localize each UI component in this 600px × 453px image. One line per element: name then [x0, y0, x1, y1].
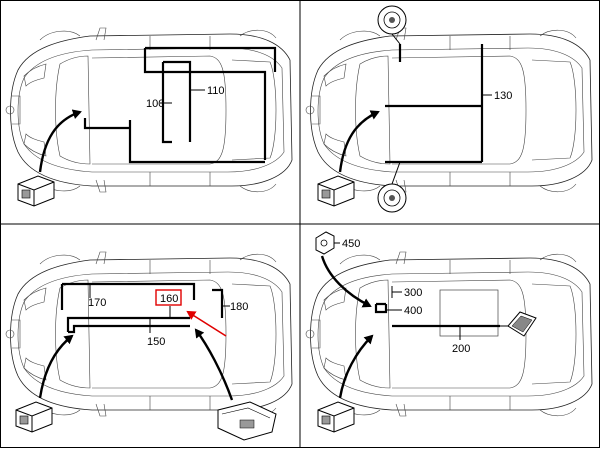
- sensor-450-icon: [315, 231, 335, 255]
- panel-bottom-left: 150 170 160 180: [5, 251, 293, 441]
- harness-110: [128, 46, 277, 164]
- label-180: 180: [230, 301, 248, 313]
- connector-icon: [317, 401, 355, 433]
- label-400: 400: [404, 305, 422, 317]
- speaker-bottom-icon: [377, 183, 407, 213]
- pointer-arrow: [320, 255, 372, 308]
- harness-130: [385, 44, 484, 164]
- speaker-top-leader: [391, 33, 401, 45]
- connector-icon: [17, 175, 55, 207]
- car-outline: [305, 251, 593, 417]
- harness-150: [66, 316, 190, 334]
- label-200: 200: [452, 343, 470, 355]
- label-170: 170: [88, 297, 106, 309]
- label-160: 160: [160, 293, 178, 305]
- car-outline: [5, 251, 293, 417]
- pointer-arrow: [338, 110, 380, 173]
- speaker-bottom-leader: [391, 161, 401, 185]
- highlight-box-160: [155, 289, 182, 306]
- sunroof: [439, 289, 499, 337]
- highlight-arrow: [186, 310, 227, 337]
- panel-top-right: 130: [305, 5, 593, 213]
- label-100: 100: [146, 98, 164, 110]
- pointer-arrow: [194, 328, 234, 401]
- car-outline: [305, 27, 593, 193]
- label-450: 450: [342, 238, 360, 250]
- connector-icon: [15, 401, 53, 433]
- pointer-arrow: [38, 109, 82, 173]
- car-outline: [5, 27, 293, 193]
- harness-110-branch: [83, 118, 130, 130]
- connector-icon: [317, 175, 355, 207]
- label-130: 130: [494, 90, 512, 102]
- speaker-top-icon: [377, 5, 407, 35]
- panel-bottom-right: 450 400 300 200: [305, 231, 593, 433]
- label-150: 150: [147, 336, 165, 348]
- pointer-arrow: [338, 334, 374, 399]
- component-400: [374, 302, 388, 314]
- panel-top-left: 100 110: [5, 27, 293, 207]
- harness-170: [60, 282, 196, 310]
- label-110: 110: [207, 85, 225, 97]
- harness-100: [161, 60, 192, 144]
- harness-180: [212, 288, 224, 318]
- module-icon: [217, 401, 277, 441]
- label-300: 300: [404, 287, 422, 299]
- display-panel-icon: [507, 311, 537, 337]
- pointer-arrow: [38, 334, 74, 399]
